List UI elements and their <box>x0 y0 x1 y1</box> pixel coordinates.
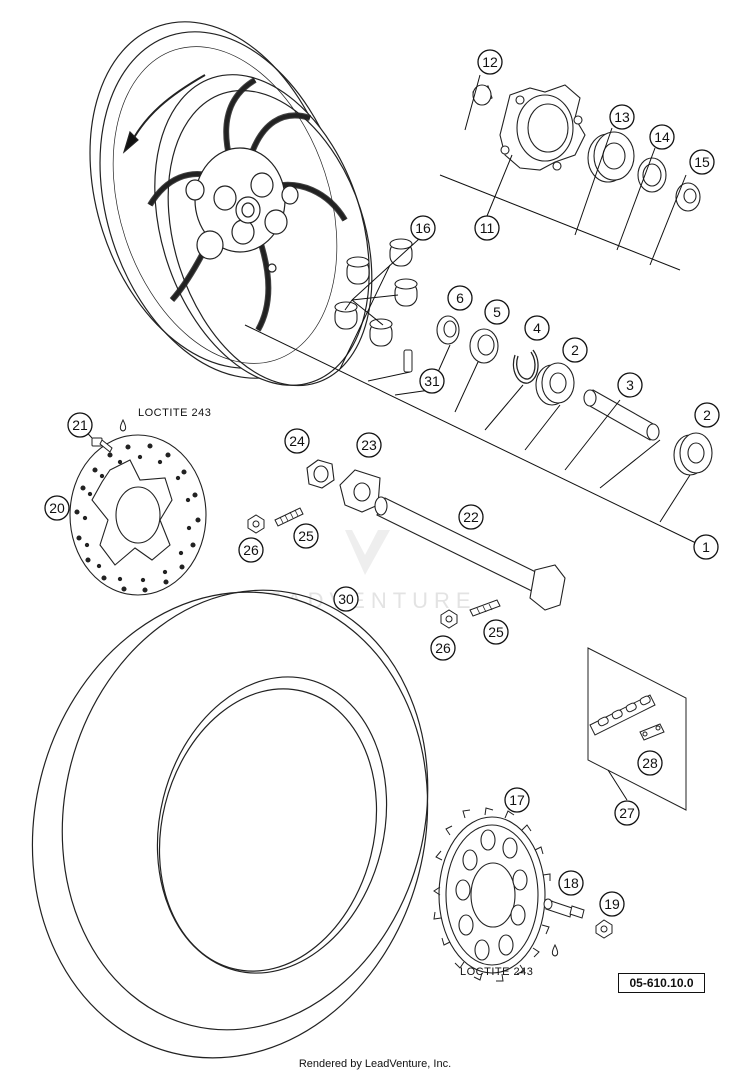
sprocket-nut-19 <box>595 919 613 939</box>
loctite-drop-icon <box>119 418 127 432</box>
callout-4: 4 <box>524 315 550 341</box>
svg-text:2: 2 <box>703 407 711 423</box>
sprocket-stud-18 <box>543 898 585 919</box>
callout-14: 14 <box>649 124 675 150</box>
svg-text:22: 22 <box>463 509 479 525</box>
svg-text:21: 21 <box>72 417 88 433</box>
callout-22: 22 <box>458 504 484 530</box>
svg-text:30: 30 <box>338 591 354 607</box>
callout-30: 30 <box>333 586 359 612</box>
ring-14 <box>637 157 667 193</box>
axle-22 <box>374 496 566 611</box>
callout-20: 20 <box>44 495 70 521</box>
callout-17: 17 <box>504 787 530 813</box>
svg-text:19: 19 <box>604 896 620 912</box>
rear-sprocket <box>433 807 553 982</box>
callout-21: 21 <box>67 412 93 438</box>
svg-text:6: 6 <box>456 290 464 306</box>
brake-disc <box>69 434 207 596</box>
chain <box>589 694 665 741</box>
callout-24: 24 <box>284 428 310 454</box>
svg-text:13: 13 <box>614 109 630 125</box>
damper-rubbers <box>334 238 418 347</box>
svg-text:14: 14 <box>654 129 670 145</box>
svg-text:28: 28 <box>642 755 658 771</box>
bearing-2-left <box>535 362 575 406</box>
callout-19: 19 <box>599 891 625 917</box>
seal-6 <box>436 315 460 345</box>
callout-25-upper: 25 <box>293 523 319 549</box>
callout-27: 27 <box>614 800 640 826</box>
spacer-12 <box>472 84 493 106</box>
callout-2-right: 2 <box>694 402 720 428</box>
adjuster-screw-25-lower <box>469 599 501 617</box>
callout-13: 13 <box>609 104 635 130</box>
nut-26-lower <box>440 609 458 629</box>
svg-text:12: 12 <box>482 54 498 70</box>
svg-text:5: 5 <box>493 304 501 320</box>
circlip-4 <box>512 349 539 384</box>
callout-26-upper: 26 <box>238 537 264 563</box>
callout-16: 16 <box>410 215 436 241</box>
callout-5: 5 <box>484 299 510 325</box>
footer-credit: Rendered by LeadVenture, Inc. <box>298 1058 452 1070</box>
svg-text:11: 11 <box>480 220 495 236</box>
svg-text:15: 15 <box>694 154 710 170</box>
callout-23: 23 <box>356 432 382 458</box>
sprocket-carrier <box>499 84 586 171</box>
svg-text:18: 18 <box>563 875 579 891</box>
bearing-2-right <box>673 432 713 476</box>
svg-text:25: 25 <box>298 528 314 544</box>
callout-3: 3 <box>617 372 643 398</box>
callout-28: 28 <box>637 750 663 776</box>
collar-15 <box>675 182 701 212</box>
callout-2-left: 2 <box>562 337 588 363</box>
chain-adjuster-23 <box>339 469 381 513</box>
callout-26-lower: 26 <box>430 635 456 661</box>
nut-26-upper <box>247 514 265 534</box>
bearing-13 <box>587 131 635 183</box>
svg-text:26: 26 <box>243 542 259 558</box>
svg-text:25: 25 <box>488 624 504 640</box>
callout-6: 6 <box>447 285 473 311</box>
adjuster-screw-25-upper <box>274 507 304 527</box>
callout-18: 18 <box>558 870 584 896</box>
svg-text:4: 4 <box>533 320 541 336</box>
loctite-note-sprocket: LOCTITE 243 <box>460 966 533 978</box>
loctite-note-disc: LOCTITE 243 <box>138 407 211 419</box>
svg-text:3: 3 <box>626 377 634 393</box>
svg-text:27: 27 <box>619 805 635 821</box>
axle-nut-24 <box>306 459 335 489</box>
callout-11: 11 <box>474 215 500 241</box>
valve-stem-31 <box>403 349 413 373</box>
svg-text:26: 26 <box>435 640 451 656</box>
svg-text:1: 1 <box>702 539 710 555</box>
chain-kit-box <box>587 647 687 811</box>
callout-31: 31 <box>419 368 445 394</box>
callout-25-lower: 25 <box>483 619 509 645</box>
spacer-sleeve-3 <box>583 389 660 441</box>
callout-12: 12 <box>477 49 503 75</box>
callout-1: 1 <box>693 534 719 560</box>
svg-text:23: 23 <box>361 437 377 453</box>
svg-text:31: 31 <box>424 373 440 389</box>
rear-tire <box>31 589 429 1059</box>
svg-text:16: 16 <box>415 220 431 236</box>
rear-wheel-rim <box>89 21 373 387</box>
svg-text:2: 2 <box>571 342 579 358</box>
disc-bolt-21 <box>91 437 113 453</box>
callout-15: 15 <box>689 149 715 175</box>
callouts: 12 13 14 15 11 16 6 5 4 2 3 2 31 1 21 20… <box>44 49 720 917</box>
svg-text:17: 17 <box>509 792 525 808</box>
svg-text:24: 24 <box>289 433 305 449</box>
svg-text:20: 20 <box>49 500 65 516</box>
loctite-drop-icon-sprocket <box>551 943 559 957</box>
seal-5 <box>469 328 499 364</box>
diagram-reference-code: 05-610.10.0 <box>618 973 705 993</box>
